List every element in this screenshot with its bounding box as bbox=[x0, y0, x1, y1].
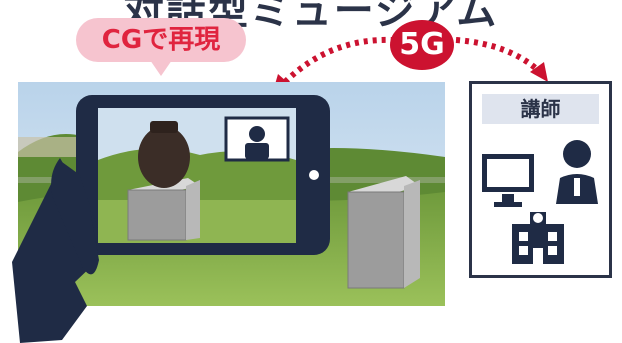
cg-reproduction-label: CGで再現 bbox=[101, 25, 221, 55]
instructor-person-icon bbox=[556, 140, 598, 204]
bubble-tail bbox=[150, 60, 172, 76]
instructor-illustration bbox=[482, 140, 598, 264]
instructor-label: 講師 bbox=[482, 94, 599, 124]
monitor-icon bbox=[482, 154, 534, 207]
cg-reproduction-bubble bbox=[76, 18, 246, 62]
5g-badge: 5G bbox=[390, 20, 454, 70]
instructor-panel: 講師 bbox=[469, 81, 612, 278]
school-building-icon bbox=[512, 212, 564, 264]
